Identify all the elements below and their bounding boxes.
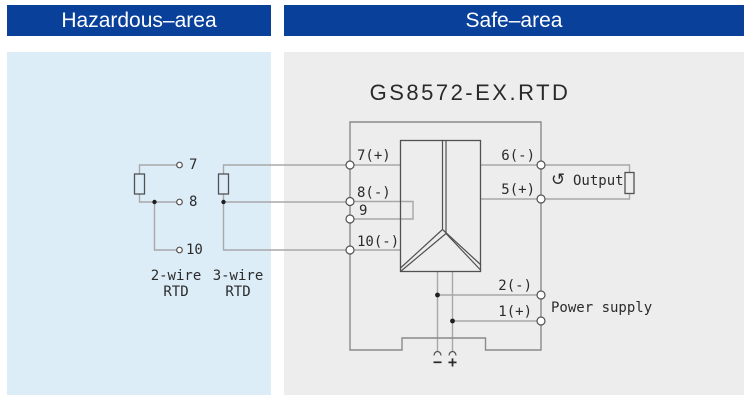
terminal-8-label: 8(-) [357, 185, 391, 201]
terminal-5-label: 5(+) [501, 182, 535, 198]
power-supply-wires [436, 272, 541, 352]
rtd-3wire-caption-line1: 3-wire [212, 268, 264, 284]
power-plug-contacts-icon [433, 350, 457, 356]
terminal-9-label: 9 [359, 203, 368, 219]
output-rotation-icon: ↺ [551, 170, 566, 190]
module-terminals-left [345, 160, 355, 255]
junction-dots [152, 199, 455, 324]
safe-area-banner: Safe–area [284, 5, 744, 36]
safe-area-banner-label: Safe–area [465, 9, 563, 32]
rtd-2wire-symbol [138, 164, 177, 251]
power-minus-sign: − [432, 353, 443, 371]
rtd-point-8-label: 8 [189, 194, 198, 210]
power-plus-sign: + [447, 353, 458, 371]
terminal-10-label: 10(-) [357, 234, 400, 250]
hazardous-area-banner-label: Hazardous–area [61, 9, 217, 32]
terminal-2-label: 2(-) [498, 278, 532, 294]
module-terminals-right [536, 160, 546, 326]
output-load-resistor-icon [624, 171, 635, 195]
hazardous-area-panel [7, 52, 271, 395]
hazardous-area-banner: Hazardous–area [7, 5, 271, 36]
rtd-point-7-label: 7 [189, 157, 198, 173]
terminal-6-label: 6(-) [501, 148, 535, 164]
isolation-barrier-icon [400, 141, 482, 272]
terminal-7-label: 7(+) [357, 148, 391, 164]
module-internal-wires [353, 164, 414, 251]
rtd-2wire-caption-line1: 2-wire [150, 268, 202, 284]
rtd-2wire-resistor-icon [133, 173, 146, 195]
safe-area-panel [284, 52, 744, 395]
rtd-point-10-label: 10 [186, 242, 203, 258]
terminal-1-label: 1(+) [498, 304, 532, 320]
power-supply-label: Power supply [551, 300, 653, 316]
rtd-3wire-symbol [222, 164, 347, 251]
device-model-title: GS8572-EX.RTD [369, 80, 571, 105]
output-label: Output [573, 173, 624, 189]
rtd-3wire-resistor-icon [217, 173, 230, 195]
jumper-8-9 [353, 200, 414, 220]
output-loop-wires [481, 164, 631, 200]
rtd-terminal-circles [176, 161, 183, 254]
rtd-2wire-caption-line2: RTD [163, 284, 189, 300]
isolator-body-box [399, 139, 482, 273]
rtd-3wire-caption-line2: RTD [225, 284, 251, 300]
